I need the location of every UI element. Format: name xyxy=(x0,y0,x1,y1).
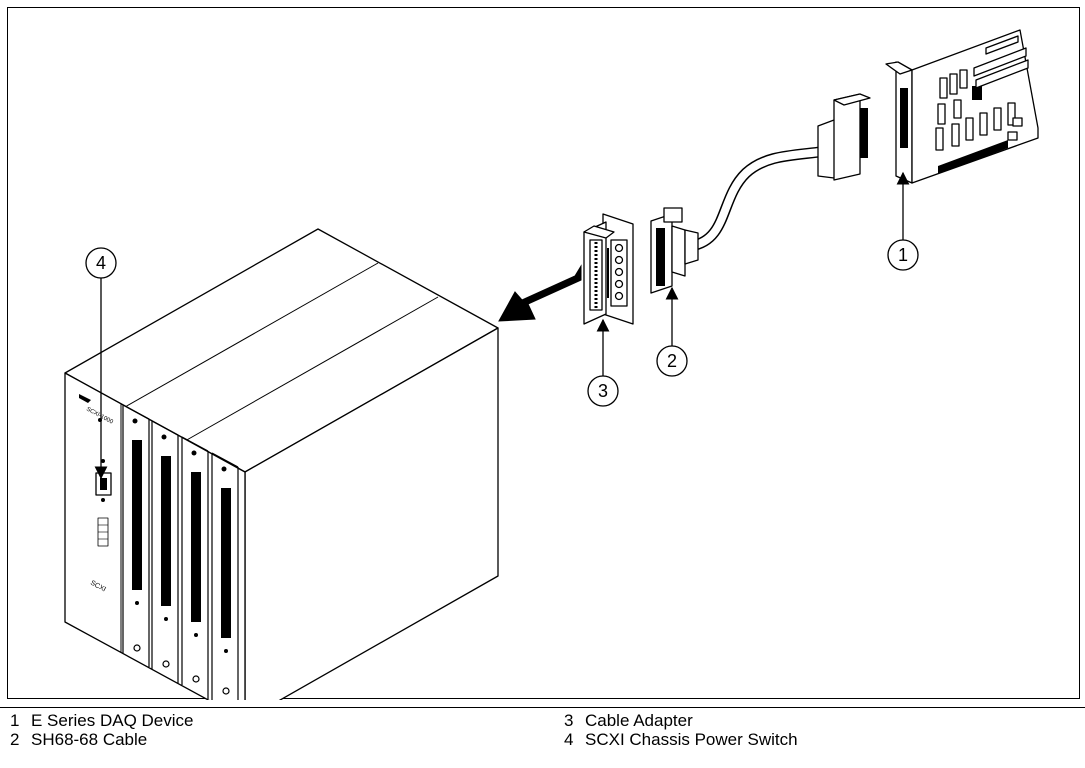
scxi-chassis xyxy=(64,228,499,700)
legend-divider xyxy=(0,707,1085,708)
module-slot-1 xyxy=(122,404,150,667)
legend-item-3-label: Cable Adapter xyxy=(585,711,693,730)
callout-3-number: 3 xyxy=(598,381,608,401)
legend-item-1-label: E Series DAQ Device xyxy=(31,711,194,730)
legend-item-3-number: 3 xyxy=(564,711,574,730)
legend-item-2-number: 2 xyxy=(10,730,20,749)
module-slot-3 xyxy=(181,436,209,699)
legend-item-2: 2 SH68-68 Cable xyxy=(10,731,147,749)
legend-item-4-number: 4 xyxy=(564,730,574,749)
daq-device xyxy=(885,29,1039,184)
module-slot-4 xyxy=(211,452,239,700)
callout-1: 1 xyxy=(887,239,919,271)
legend-item-3: 3 Cable Adapter xyxy=(564,712,693,730)
legend-item-2-label: SH68-68 Cable xyxy=(31,730,148,749)
ni-logo-icon xyxy=(79,394,91,403)
callout-4-number: 4 xyxy=(96,253,106,273)
insert-direction-arrow xyxy=(498,264,582,322)
module-slot-2 xyxy=(151,420,179,683)
sh68-cable xyxy=(650,93,871,294)
connection-diagram: SCXI-1000 SCXI xyxy=(64,29,1039,700)
legend-item-4: 4 SCXI Chassis Power Switch xyxy=(564,731,798,749)
legend-item-1-number: 1 xyxy=(10,711,20,730)
legend-item-4-label: SCXI Chassis Power Switch xyxy=(585,730,798,749)
callout-4: 4 xyxy=(85,247,117,279)
callout-2-number: 2 xyxy=(667,351,677,371)
callout-3: 3 xyxy=(587,375,619,407)
figure-frame: SCXI-1000 SCXI xyxy=(7,7,1080,700)
cable-adapter xyxy=(583,213,634,325)
legend-item-1: 1 E Series DAQ Device xyxy=(10,712,194,730)
callout-1-number: 1 xyxy=(898,245,908,265)
callout-2: 2 xyxy=(656,345,688,377)
